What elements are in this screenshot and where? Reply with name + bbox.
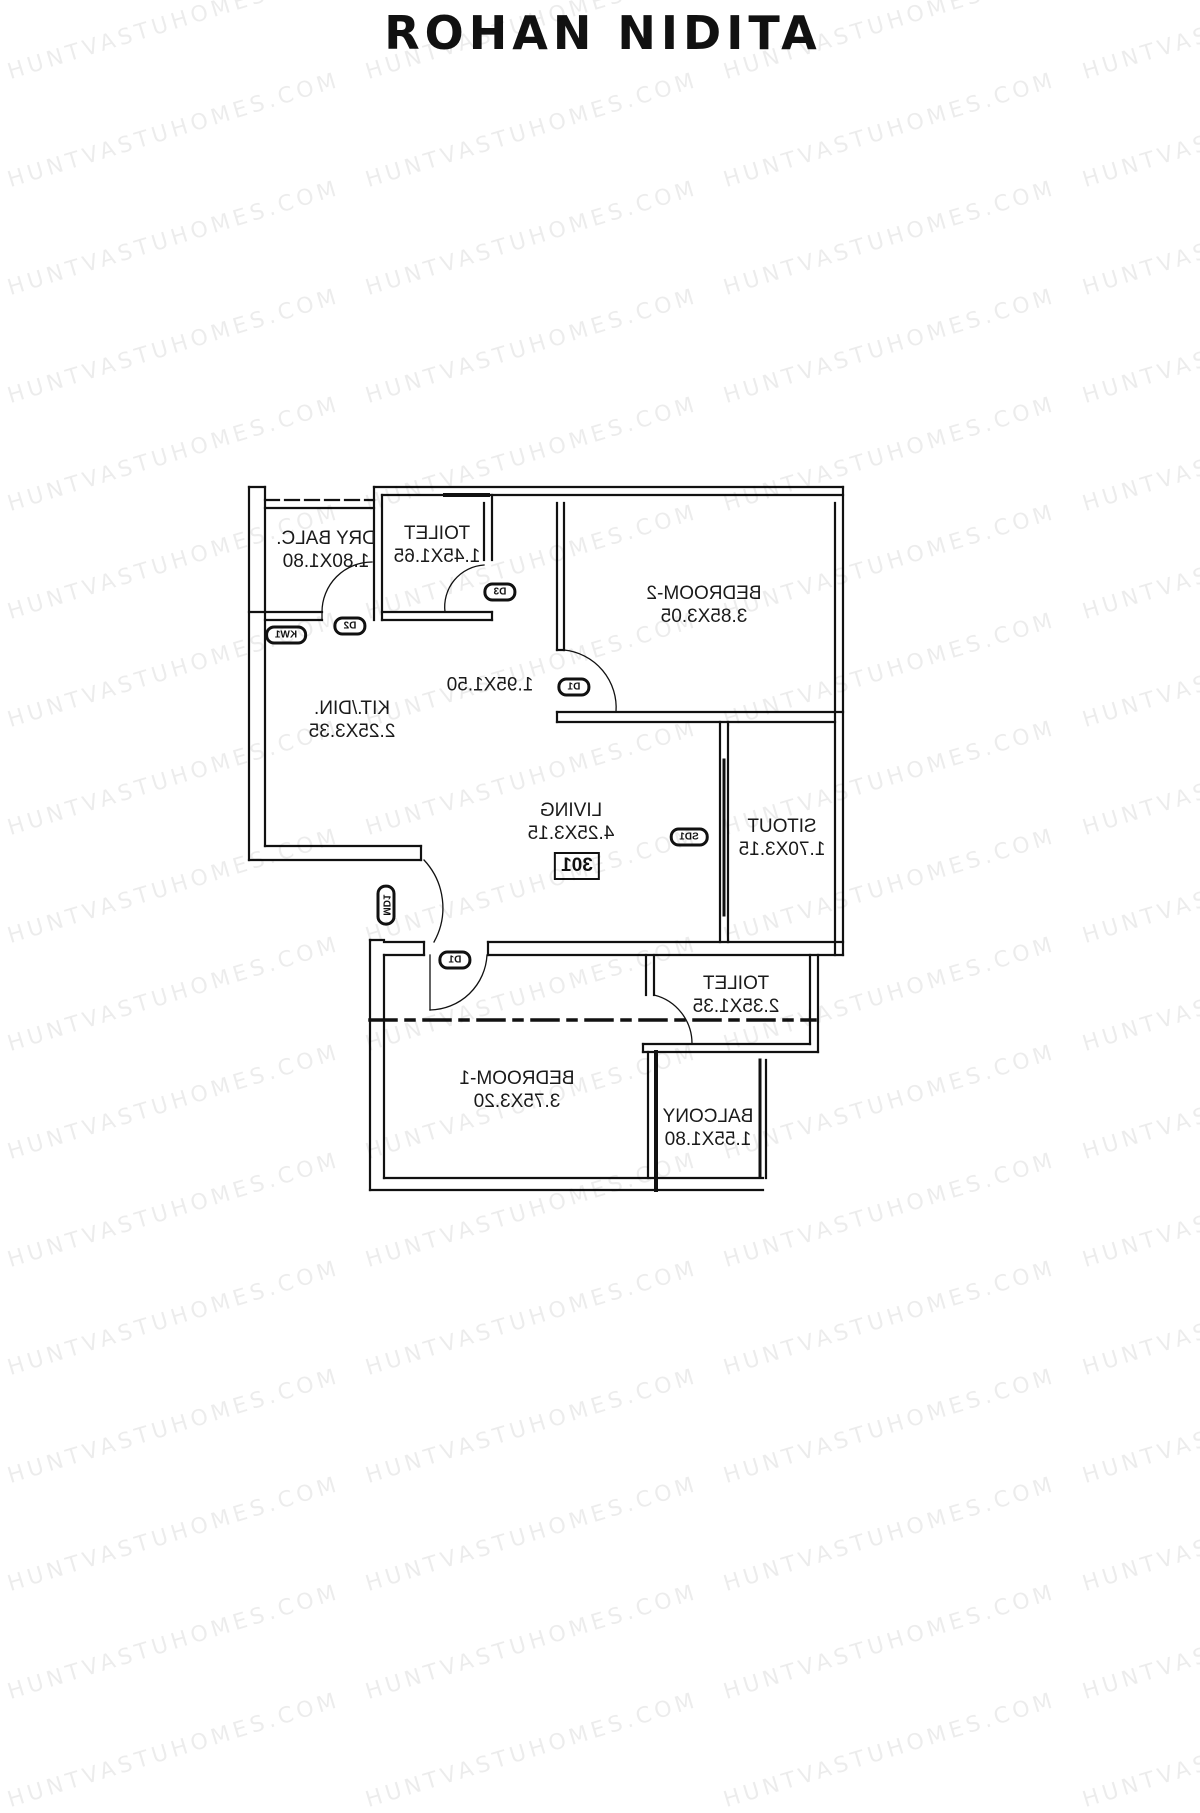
room-size: 2.35X1.35	[692, 996, 780, 1017]
floor-plan	[247, 485, 845, 1192]
room-passage: 1.95X1.50	[447, 674, 534, 697]
room-name: BALCONY	[662, 1106, 754, 1127]
room-toilet-2: TOILET 2.35X1.35	[693, 972, 780, 1018]
door-tag-sd1: SD1	[669, 827, 709, 847]
room-name: TOILET	[403, 523, 471, 544]
unit-number-badge: 301	[554, 852, 600, 880]
room-size: 3.75X3.20	[473, 1091, 561, 1112]
door-tag-d3: D3	[483, 582, 517, 602]
room-size: 4.25X3.15	[527, 823, 615, 844]
watermark-text: HUNTVASTUHOMES.COM	[1079, 1687, 1200, 1813]
room-toilet-1: TOILET 1.45X1.65	[394, 522, 481, 568]
room-sitout: SITOUT 1.70X3.15	[739, 815, 826, 861]
room-size: 1.55X1.80	[664, 1129, 752, 1150]
room-name: BEDROOM-1	[459, 1068, 575, 1089]
window-tag-kw: KW1	[264, 625, 308, 645]
room-size: 1.70X3.15	[738, 839, 826, 860]
room-name: BEDROOM-2	[646, 583, 762, 604]
room-kitchen-dining: KIT./DIN. 2.25X3.35	[309, 697, 396, 743]
room-size: 2.25X3.35	[308, 721, 396, 742]
door-tag-md1: MD1	[376, 884, 396, 926]
watermark-text: HUNTVASTUHOMES.COM	[4, 1687, 343, 1813]
room-name: KIT./DIN.	[313, 698, 391, 719]
room-name: LIVING	[539, 800, 603, 821]
room-size: 1.95X1.50	[446, 674, 534, 696]
watermark-text: HUNTVASTUHOMES.COM	[362, 1687, 701, 1813]
room-size: 1.80X1.80	[282, 551, 370, 572]
watermark-text: HUNTVASTUHOMES.COM	[720, 1687, 1059, 1813]
room-size: 3.85X3.05	[660, 606, 748, 627]
room-name: DRY BALC.	[276, 528, 376, 549]
room-living: LIVING 4.25X3.15	[528, 799, 615, 845]
room-name: SITOUT	[747, 816, 817, 837]
door-tag-d2: D2	[333, 616, 367, 636]
room-dry-balcony: DRY BALC. 1.80X1.80	[276, 527, 376, 573]
door-tag-d1-bedroom-1: D1	[438, 950, 472, 970]
room-name: TOILET	[702, 973, 770, 994]
room-bedroom-2: BEDROOM-2 3.85X3.05	[646, 582, 761, 628]
room-size: 1.45X1.65	[393, 546, 481, 567]
door-tag-d1-bedroom-2: D1	[557, 677, 591, 697]
room-bedroom-1: BEDROOM-1 3.75X3.20	[459, 1067, 574, 1113]
project-title: ROHAN NIDITA	[384, 6, 822, 60]
room-balcony: BALCONY 1.55X1.80	[663, 1105, 754, 1151]
